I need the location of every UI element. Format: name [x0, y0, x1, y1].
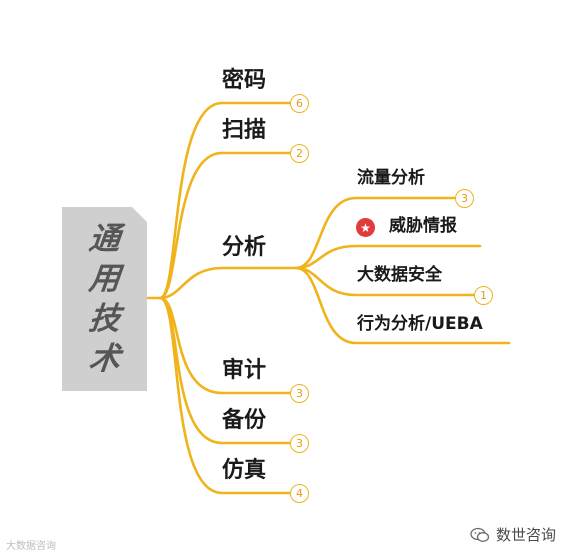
connector-branch-fangzhen: [158, 296, 292, 495]
watermark-right-text: 数世咨询: [496, 526, 557, 544]
badge-beifen[interactable]: 3: [290, 434, 309, 453]
branch-mima[interactable]: 密码: [222, 68, 267, 93]
branch-beifen[interactable]: 备份: [222, 408, 267, 433]
branch-fangzhen[interactable]: 仿真: [222, 458, 267, 483]
connector-sub-weixie: [294, 244, 482, 270]
badge-fangzhen[interactable]: 4: [290, 484, 309, 503]
star-icon: ★: [356, 218, 375, 237]
branch-shenji[interactable]: 审计: [222, 358, 267, 383]
branch-saomiao[interactable]: 扫描: [222, 118, 267, 143]
badge-shenji[interactable]: 3: [290, 384, 309, 403]
wechat-icon: [470, 527, 490, 542]
connector-branch-saomiao: [158, 151, 292, 300]
sub-xingwei[interactable]: 行为分析/UEBA: [357, 314, 483, 334]
connector-branch-fenxi: [158, 266, 298, 300]
sub-liuliang[interactable]: 流量分析: [357, 168, 425, 188]
sub-dashuju[interactable]: 大数据安全: [357, 265, 442, 285]
watermark-left: 大数据咨询: [6, 541, 56, 552]
badge-liuliang[interactable]: 3: [455, 189, 474, 208]
connector-sub-liuliang: [294, 196, 458, 270]
connector-sub-xingwei: [294, 266, 511, 345]
root-char-3: 技: [87, 301, 122, 337]
root-char-4: 术: [87, 341, 122, 377]
branch-fenxi[interactable]: 分析: [222, 235, 267, 260]
badge-mima[interactable]: 6: [290, 94, 309, 113]
root-char-2: 用: [87, 261, 122, 297]
root-node[interactable]: 通 用 技 术: [62, 207, 147, 391]
badge-saomiao[interactable]: 2: [290, 144, 309, 163]
watermark-right: 数世咨询: [470, 524, 556, 545]
sub-weixie[interactable]: 威胁情报: [389, 216, 457, 236]
badge-dashuju[interactable]: 1: [474, 286, 493, 305]
root-char-1: 通: [87, 221, 122, 257]
